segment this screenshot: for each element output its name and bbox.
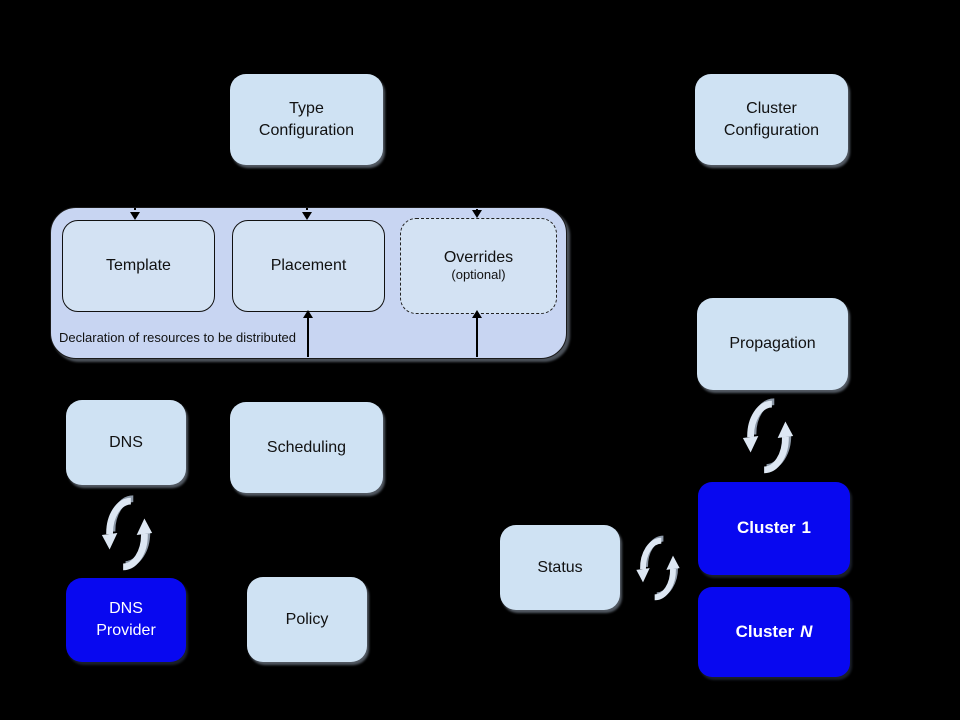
node-label: Configuration [258,121,355,139]
arrowhead-down-icon [302,212,312,220]
node-label: Template [106,257,171,275]
node-label: Cluster [746,99,797,117]
node-scheduling: Scheduling [230,402,383,493]
node-status: Status [500,525,620,610]
node-cluster-configuration: Cluster Configuration [695,74,848,165]
node-propagation: Propagation [697,298,848,390]
resource-declaration-group: Template Placement Overrides (optional) … [50,207,567,359]
node-dns: DNS [66,400,186,485]
arrow-into-template [134,203,136,214]
node-label: Placement [270,257,347,275]
sync-icon [742,398,794,474]
node-label: Overrides [443,249,514,267]
node-label: DNS [109,433,143,451]
node-placement: Placement [232,220,385,312]
node-template: Template [62,220,215,312]
node-policy: Policy [247,577,367,662]
arrowhead-up-icon [303,310,313,318]
sync-icon [636,535,680,601]
arrow-up-into-overrides [476,318,478,357]
node-sublabel: (optional) [451,266,506,282]
node-label: Configuration [723,121,820,139]
node-label: DNS [109,600,143,618]
node-label: Status [537,558,583,576]
arrowhead-down-icon [130,212,140,220]
node-dns-provider: DNS Provider [66,578,186,662]
node-label: Type [289,99,324,117]
arrow-into-placement [306,203,308,214]
sync-icon [101,495,153,571]
arrowhead-down-icon [472,210,482,218]
node-type-configuration: Type Configuration [230,74,383,165]
node-overrides: Overrides (optional) [400,218,557,314]
arrow-into-overrides [476,201,478,211]
arrow-up-into-placement [307,318,309,357]
group-caption: Declaration of resources to be distribut… [59,330,297,345]
arrowhead-up-icon [472,310,482,318]
node-label: Provider [96,622,156,639]
node-label: Policy [285,610,329,628]
node-label: Scheduling [266,438,347,456]
node-label: Propagation [729,335,816,353]
